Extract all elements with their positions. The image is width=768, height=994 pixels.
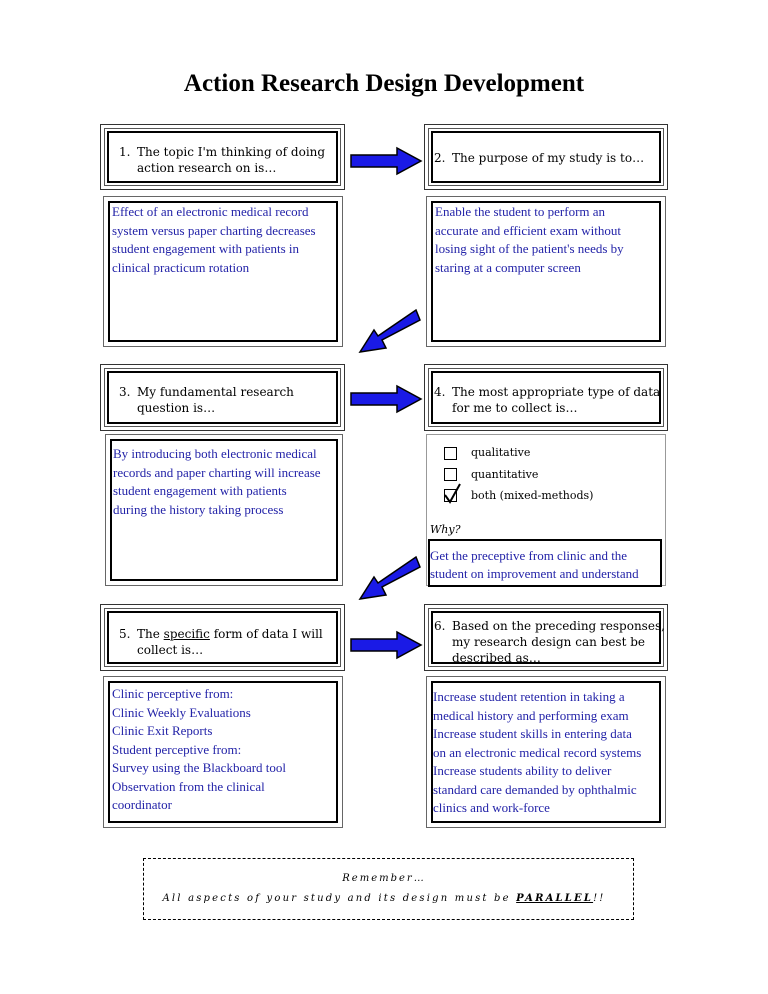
diagonal-arrow-icon [358,308,421,353]
data-type-box [426,434,666,586]
question-5-text: 5.The specific form of data I will colle… [119,627,323,657]
answer-6-box[interactable] [426,676,666,828]
why-label: Why? [430,523,461,536]
answer-2-box[interactable] [426,196,666,347]
right-arrow-icon [350,384,423,414]
question-4-text: 4.The most appropriate type of data for … [434,385,661,415]
question-1-text: 1.The topic I'm thinking of doing action… [119,145,326,175]
question-2-text: 2.The purpose of my study is to… [434,151,645,165]
answer-5-text: Clinic perceptive from:Clinic Weekly Eva… [112,686,287,812]
answer-1-box[interactable] [103,196,343,347]
remember-heading: Remember… [342,873,426,884]
option-quantitative-label: quantitative [471,468,539,481]
answer-3-box[interactable] [105,434,343,586]
question-3-text: 3.My fundamental research question is… [119,385,294,415]
option-mixed-methods-label: both (mixed-methods) [471,489,594,502]
checkbox-quantitative[interactable] [444,468,457,481]
question-1-box [100,124,345,190]
option-qualitative-label: qualitative [471,446,531,459]
question-4-box [424,364,668,431]
question-6-text: 6.Based on the preceding responses, my r… [434,619,665,665]
remember-box [143,858,634,920]
why-answer-box[interactable] [428,539,662,587]
diagonal-arrow-icon [358,555,421,600]
right-arrow-icon [350,146,423,176]
page-title: Action Research Design Development [183,70,585,97]
checkbox-qualitative[interactable] [444,447,457,460]
question-2-box [424,124,668,190]
question-6-box [424,604,668,671]
remember-note: All aspects of your study and its design… [162,893,606,904]
checkmark-icon [444,483,461,504]
answer-5-box[interactable] [103,676,343,828]
question-3-box [100,364,345,431]
question-5-box [100,604,345,671]
right-arrow-icon [350,630,423,660]
